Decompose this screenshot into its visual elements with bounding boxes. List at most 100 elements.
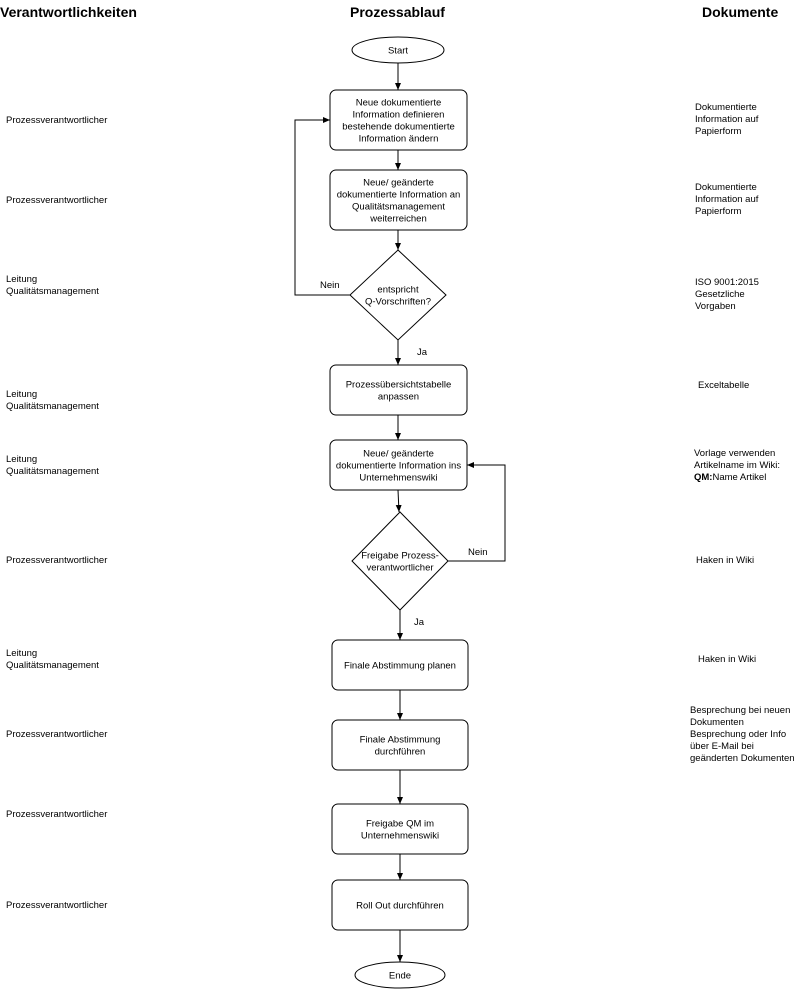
node-step3-text: Prozessübersichtstabelle: [346, 379, 452, 390]
responsibilities-header: Verantwortlichkeiten: [0, 4, 137, 20]
node-step3-text: anpassen: [378, 391, 419, 402]
responsibility-2: Prozessverantwortlicher: [6, 195, 107, 207]
node-step7-text: Unternehmenswiki: [361, 830, 439, 841]
node-decision2-text: verantwortlicher: [366, 562, 433, 573]
node-start-shape: [351, 36, 445, 64]
node-decision1-text: Q-Vorschriften?: [365, 296, 431, 307]
node-step1-text: Information ändern: [359, 133, 439, 144]
responsibility-6: Prozessverantwortlicher: [6, 555, 107, 567]
document-4-line: Exceltabelle: [698, 380, 750, 391]
node-step4-text: Neue/ geänderte: [363, 448, 434, 459]
document-1-line: Information auf: [695, 114, 759, 125]
node-step7-text: Freigabe QM im: [366, 818, 434, 829]
responsibility-2-line: Prozessverantwortlicher: [6, 195, 108, 206]
responsibility-8-line: Prozessverantwortlicher: [6, 729, 108, 740]
edge-label-no2: Nein: [468, 547, 488, 558]
document-3-line: Vorgaben: [695, 301, 736, 312]
responsibility-3-line: Leitung: [6, 274, 38, 285]
responsibility-9: Prozessverantwortlicher: [6, 809, 107, 821]
node-decision1-text: entspricht: [377, 284, 419, 295]
document-5-line: Artikelname im Wiki:: [694, 460, 781, 471]
node-step2-text: Qualitätsmanagement: [352, 201, 445, 212]
node-step5-shape: [331, 639, 469, 691]
node-step6-shape: [331, 719, 469, 771]
node-step2-shape: [329, 169, 468, 231]
node-step8: Roll Out durchführen: [331, 879, 469, 931]
node-start: Start: [351, 36, 445, 64]
node-decision2: Freigabe Prozess-verantwortlicher: [351, 511, 449, 611]
document-8-line: Dokumenten: [690, 717, 744, 728]
responsibility-10: Prozessverantwortlicher: [6, 900, 107, 912]
document-6: Haken in Wiki: [696, 555, 754, 567]
document-8-line: geänderten Dokumenten: [690, 753, 795, 764]
document-5-line: Vorlage verwenden: [694, 448, 776, 459]
document-7: Haken in Wiki: [698, 654, 756, 666]
document-8-line: Besprechung bei neuen: [690, 705, 791, 716]
document-2-line: Papierform: [695, 206, 742, 217]
responsibility-8: Prozessverantwortlicher: [6, 729, 107, 741]
node-step5-text: Finale Abstimmung planen: [344, 660, 456, 671]
document-8-line: über E-Mail bei: [690, 741, 754, 752]
node-end-shape: [354, 961, 446, 989]
node-step8-text: Roll Out durchführen: [356, 900, 444, 911]
document-3-line: ISO 9001:2015: [695, 277, 759, 288]
document-1-line: Papierform: [695, 126, 742, 137]
node-step2-text: weiterreichen: [369, 213, 427, 224]
node-decision2-text: Freigabe Prozess-: [361, 550, 439, 561]
node-step5: Finale Abstimmung planen: [331, 639, 469, 691]
responsibility-1: Prozessverantwortlicher: [6, 115, 107, 127]
node-step6-text: Finale Abstimmung: [360, 734, 441, 745]
document-2-line: Information auf: [695, 194, 759, 205]
node-step7-shape: [331, 803, 469, 855]
responsibility-9-line: Prozessverantwortlicher: [6, 809, 108, 820]
responsibility-10-line: Prozessverantwortlicher: [6, 900, 108, 911]
edge-step4-dec2: [395, 489, 402, 513]
edge-label-no1: Nein: [320, 280, 340, 291]
document-2-line: Dokumentierte: [695, 182, 757, 193]
node-step2-text: Neue/ geänderte: [363, 177, 434, 188]
flow-edges: [294, 63, 506, 962]
node-decision1-shape: [349, 249, 447, 341]
node-step1-text: Neue dokumentierte: [356, 97, 442, 108]
node-step3-shape: [329, 364, 468, 416]
responsibility-5-line: Leitung: [6, 454, 38, 465]
node-step4-shape: [329, 439, 468, 491]
responsibility-6-line: Prozessverantwortlicher: [6, 555, 108, 566]
node-end-text: Ende: [389, 971, 411, 982]
responsibility-5-line: Qualitätsmanagement: [6, 466, 99, 477]
node-step2-text: dokumentierte Information an: [337, 189, 461, 200]
process-header: Prozessablauf: [350, 4, 445, 20]
document-7-line: Haken in Wiki: [698, 654, 757, 665]
node-step4-text: dokumentierte Information ins: [336, 460, 461, 471]
documents-header: Dokumente: [702, 4, 779, 20]
responsibility-4-line: Qualitätsmanagement: [6, 401, 99, 412]
node-step6-text: durchführen: [375, 746, 426, 757]
edge-dec2-no-step4: [448, 462, 506, 562]
responsibility-7-line: Leitung: [6, 648, 38, 659]
document-3-line: Gesetzliche: [695, 289, 745, 300]
edge-label-yes1: Ja: [417, 347, 428, 358]
document-8-line: Besprechung oder Info: [690, 729, 787, 740]
node-end: Ende: [354, 961, 446, 989]
responsibility-7-line: Qualitätsmanagement: [6, 660, 99, 671]
node-step1-text: Information definieren: [353, 109, 445, 120]
document-5-line: QM:Name Artikel: [694, 472, 767, 483]
node-step1-shape: [329, 89, 468, 151]
responsibility-3-line: Qualitätsmanagement: [6, 286, 99, 297]
